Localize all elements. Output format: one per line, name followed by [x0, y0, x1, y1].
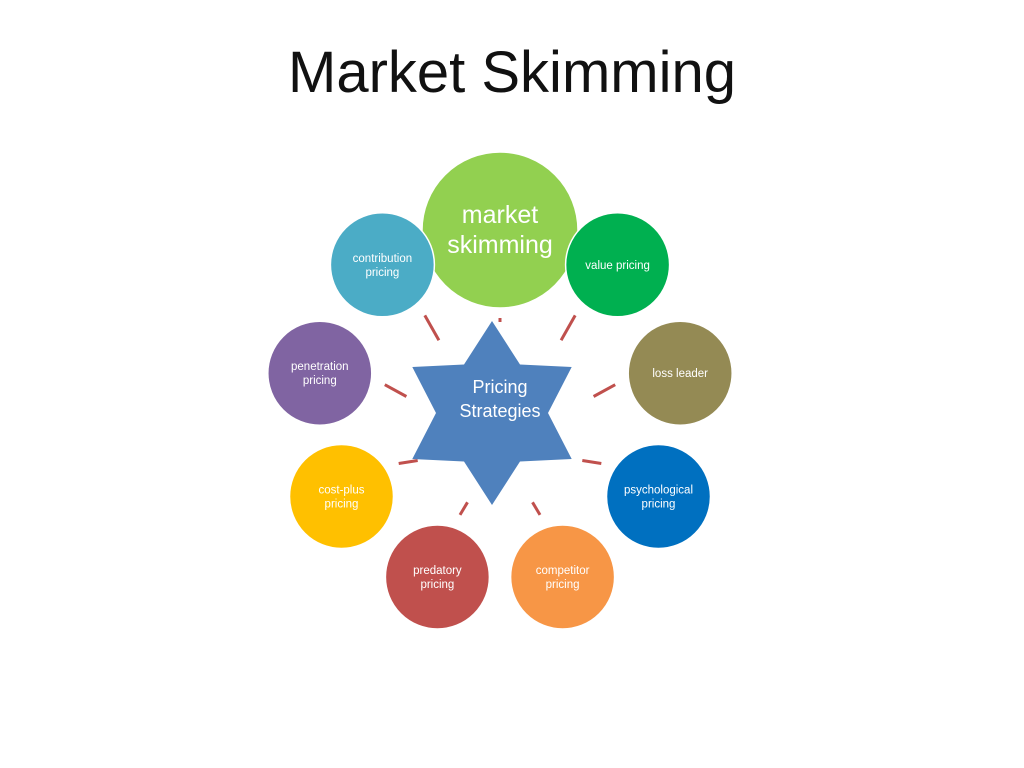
node-circle-penetration-pricing	[267, 320, 373, 426]
node-label-line: cost-plus	[318, 485, 364, 497]
node-competitor-pricing: competitor pricing	[509, 524, 616, 630]
connector-psychological-pricing	[582, 459, 602, 465]
connector-cost-plus-pricing	[398, 459, 418, 465]
node-label-line: pricing	[365, 267, 399, 279]
connector-competitor-pricing	[531, 501, 542, 516]
node-label-line: psychological	[624, 485, 693, 497]
connector-value-pricing	[559, 314, 577, 341]
node-loss-leader: loss leader	[627, 320, 733, 426]
node-label-contribution-pricing: contribution pricing	[353, 253, 412, 279]
center-label-line: Strategies	[459, 401, 540, 421]
node-cost-plus-pricing: cost-plus pricing	[288, 443, 395, 550]
node-label-cost-plus-pricing: cost-plus pricing	[318, 485, 364, 511]
node-label-line: competitor	[536, 565, 590, 577]
node-label-line: pricing	[303, 375, 337, 387]
node-label-line: loss leader	[652, 368, 708, 380]
node-value-pricing: value pricing	[564, 212, 671, 318]
node-contribution-pricing: contribution pricing	[329, 212, 436, 318]
node-psychological-pricing: psychological pricing	[605, 443, 712, 550]
node-label-psychological-pricing: psychological pricing	[624, 485, 693, 511]
node-label-line: predatory	[413, 565, 462, 577]
node-circle-predatory-pricing	[384, 524, 491, 630]
node-label-predatory-pricing: predatory pricing	[413, 565, 462, 591]
node-circle-contribution-pricing	[329, 212, 436, 318]
connector-loss-leader	[592, 383, 616, 398]
node-circle-market-skimming	[421, 151, 579, 309]
connector-contribution-pricing	[423, 314, 441, 341]
node-label-loss-leader: loss leader	[652, 368, 708, 380]
connector-lines	[384, 314, 616, 516]
connector-predatory-pricing	[458, 501, 469, 516]
node-circle-loss-leader	[627, 320, 733, 426]
slide-title: Market Skimming	[288, 40, 736, 105]
node-circle-cost-plus-pricing	[288, 443, 395, 550]
node-label-line: skimming	[447, 231, 553, 259]
node-label-line: market	[462, 201, 538, 229]
node-penetration-pricing: penetration pricing	[267, 320, 373, 426]
node-label-penetration-pricing: penetration pricing	[291, 361, 349, 387]
node-predatory-pricing: predatory pricing	[384, 524, 491, 630]
node-label-line: pricing	[642, 499, 676, 511]
center-label-line: Pricing	[472, 377, 527, 397]
node-label-line: contribution	[353, 253, 412, 265]
center-star-shape	[412, 321, 572, 505]
node-label-competitor-pricing: competitor pricing	[536, 565, 590, 591]
node-circle-value-pricing	[564, 212, 671, 318]
node-label-line: pricing	[546, 579, 580, 591]
node-label-line: penetration	[291, 361, 349, 373]
node-circle-competitor-pricing	[509, 524, 616, 630]
node-label-line: value pricing	[585, 260, 650, 272]
node-label-value-pricing: value pricing	[585, 260, 650, 272]
node-circle-psychological-pricing	[605, 443, 712, 550]
node-label-line: pricing	[325, 499, 359, 511]
node-label-line: pricing	[420, 579, 454, 591]
connector-penetration-pricing	[384, 383, 408, 398]
